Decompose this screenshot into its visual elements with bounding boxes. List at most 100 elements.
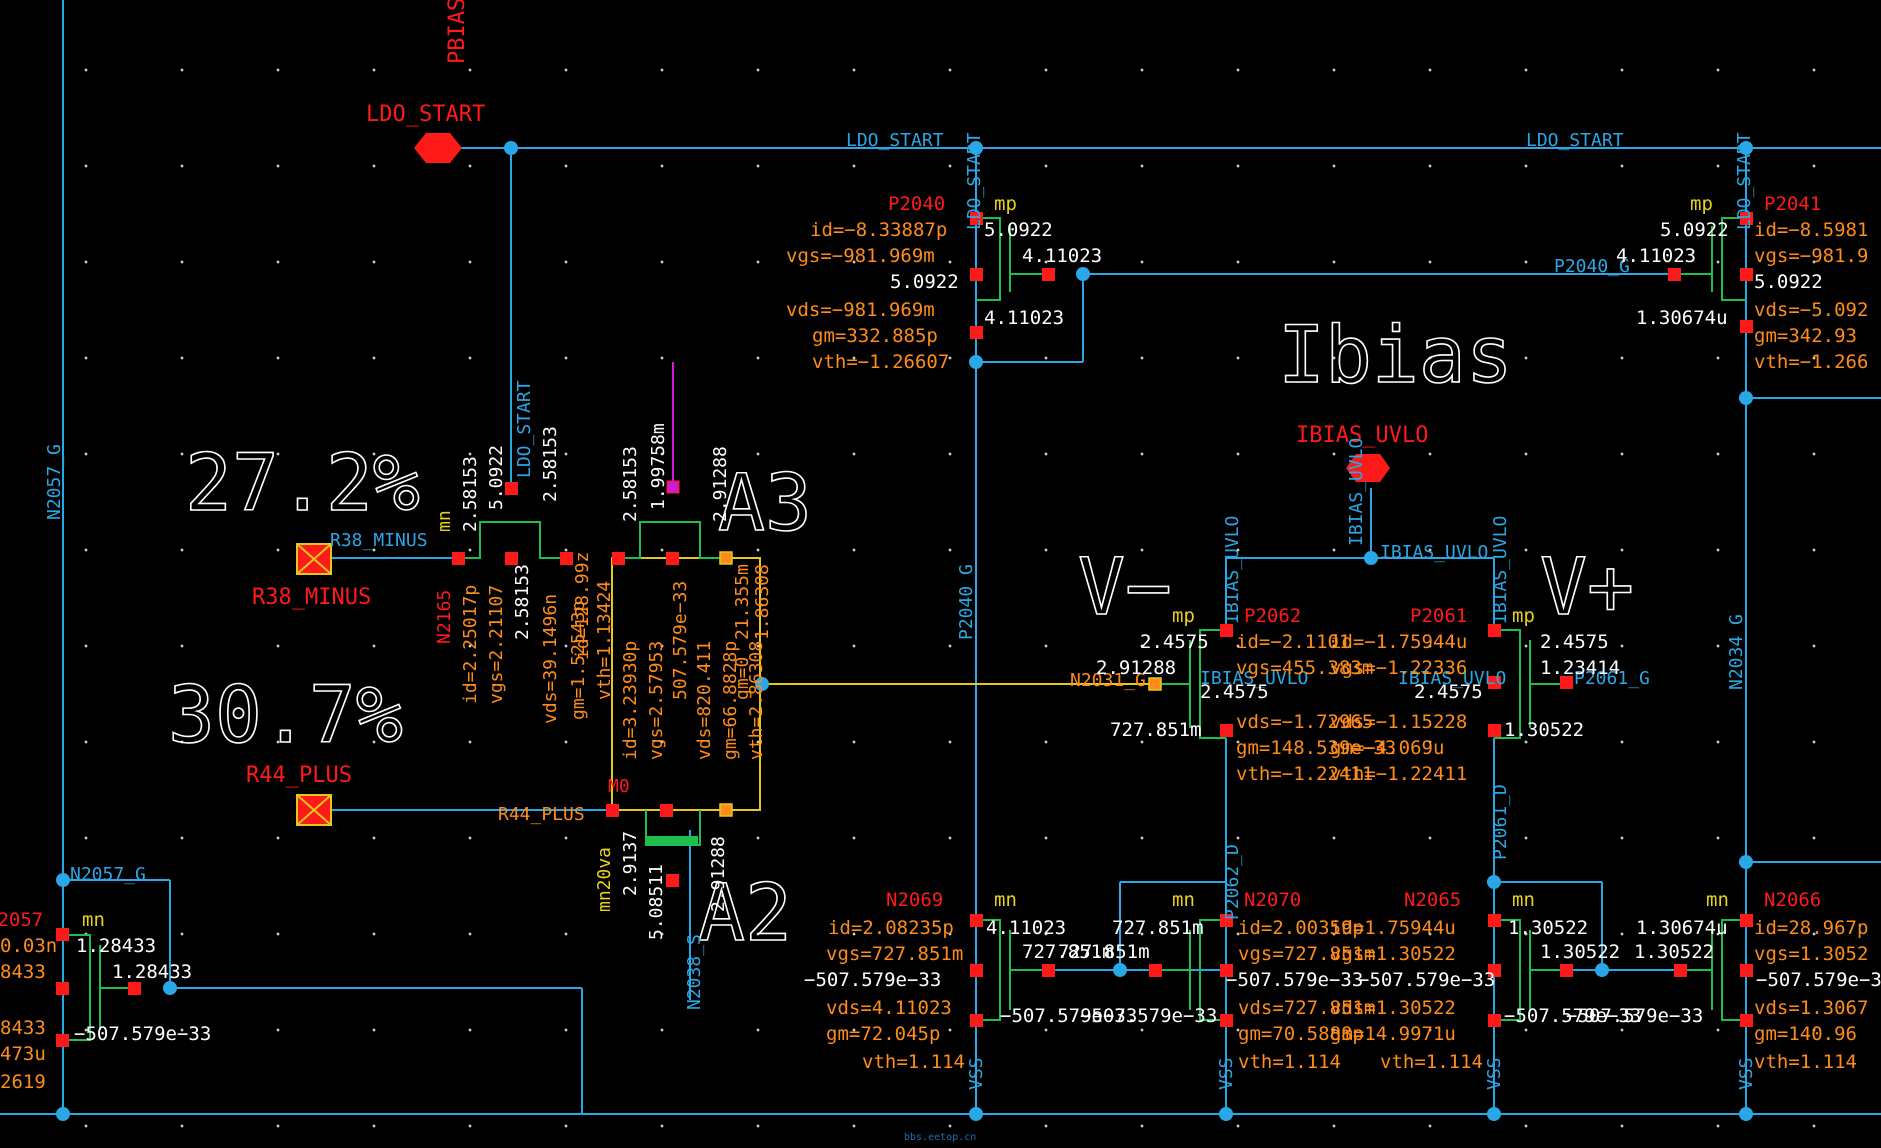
net-ldo-start-vert1: LDO_START (964, 132, 985, 230)
p2040-vs: 5.0922 (984, 219, 1053, 241)
p2040-vgs: vgs=−981.969m (786, 245, 935, 267)
m0-vds: vds=820.411 (694, 641, 715, 760)
pin-squares-orange (719, 551, 1162, 817)
pin-square[interactable] (1740, 212, 1753, 225)
watermark: bbs.eetop.cn (904, 1132, 976, 1143)
ldo-start-pin-icon[interactable] (414, 133, 462, 163)
ibias-uvlo-pin-icon[interactable] (1346, 454, 1390, 482)
n2066-vd: 1.30674u (1636, 917, 1728, 939)
pin-square[interactable] (606, 804, 619, 817)
label-r44-plus: R44_PLUS (246, 763, 352, 788)
pin-square[interactable] (1488, 624, 1501, 637)
m0-labels: M0 mn20va 2.58153 1.99758m 2.91288 2.913… (572, 423, 773, 940)
probe-square[interactable] (666, 480, 680, 494)
pin-square[interactable] (1220, 724, 1233, 737)
m0-v4: 2.9137 (620, 831, 641, 896)
p2061-labels: P2061 mp 2.4575 1.23414 2.4575 1.30522 i… (1330, 605, 1620, 785)
pin-square[interactable] (1220, 964, 1233, 977)
p2062-vs: 2.4575 (1140, 631, 1209, 653)
pin-square[interactable] (970, 964, 983, 977)
pin-square[interactable] (1488, 964, 1501, 977)
pin-square[interactable] (560, 552, 573, 565)
r44-plus-pin-icon[interactable] (296, 794, 332, 826)
pin-square[interactable] (1488, 1014, 1501, 1027)
annotation-a3: A3 (718, 459, 812, 549)
n2057-type: mn (82, 909, 105, 931)
n2069-id: id=2.08235p (828, 917, 954, 939)
pin-square-orange[interactable] (719, 803, 733, 817)
net-n2034-g: N2034_G (1726, 614, 1747, 690)
m0-extra4: gm=0 (732, 657, 753, 700)
pin-square[interactable] (660, 804, 673, 817)
net-n2038-s: N2038_S (684, 934, 705, 1010)
pin-square[interactable] (1220, 1014, 1233, 1027)
pin-square[interactable] (505, 482, 518, 495)
m0-bottom-symbol[interactable] (645, 810, 701, 846)
pin-square[interactable] (1220, 624, 1233, 637)
junction-dot (1219, 1107, 1233, 1121)
pin-square[interactable] (128, 982, 141, 995)
p2062-name: P2062 (1244, 605, 1301, 627)
p2041-vd: 1.30674u (1636, 307, 1728, 329)
net-n2057-g-h: N2057_G (70, 864, 146, 885)
pin-square[interactable] (505, 552, 518, 565)
pin-square[interactable] (970, 914, 983, 927)
pin-square[interactable] (1488, 724, 1501, 737)
n2057-vd: 1.28433 (76, 935, 156, 957)
pin-square[interactable] (1740, 914, 1753, 927)
pin-square[interactable] (56, 1034, 69, 1047)
pin-square[interactable] (666, 552, 679, 565)
n2065-vgs: vgs=1.30522 (1330, 943, 1456, 965)
pin-square[interactable] (970, 1014, 983, 1027)
pin-square[interactable] (1560, 676, 1573, 689)
label-ldo-start: LDO_START (366, 102, 485, 127)
pin-square[interactable] (1042, 268, 1055, 281)
pin-square[interactable] (1674, 964, 1687, 977)
pin-square[interactable] (1560, 964, 1573, 977)
annotation-pct-top: 27.2% (185, 439, 420, 529)
m0-vth: vth=2.86308 (746, 641, 767, 760)
junction-dot (1487, 1107, 1501, 1121)
pin-square[interactable] (1220, 914, 1233, 927)
r38-minus-pin-icon[interactable] (296, 543, 332, 575)
pin-square[interactable] (1488, 676, 1501, 689)
p2061-id: id=−1.75944u (1330, 631, 1467, 653)
n2057-name: N2057 (0, 909, 43, 931)
pin-square[interactable] (612, 552, 625, 565)
pin-square[interactable] (1740, 1014, 1753, 1027)
p2061-vds: vds=−1.15228 (1330, 711, 1467, 733)
pin-square[interactable] (1149, 964, 1162, 977)
p2041-vg: 4.11023 (1616, 245, 1696, 267)
pin-square[interactable] (1488, 914, 1501, 927)
pin-square-orange[interactable] (719, 551, 733, 565)
pin-square[interactable] (1740, 964, 1753, 977)
pin-square[interactable] (970, 212, 983, 225)
pin-square-orange[interactable] (1148, 677, 1162, 691)
pin-square[interactable] (666, 874, 679, 887)
n2069-name: N2069 (886, 889, 943, 911)
pin-square[interactable] (1740, 268, 1753, 281)
pin-square[interactable] (1668, 268, 1681, 281)
label-ibias-uvlo: IBIAS_UVLO (1296, 423, 1428, 448)
pin-square[interactable] (1740, 320, 1753, 333)
n2057-vds: 8433 (0, 1017, 46, 1039)
n2066-vb: −507.579e−33 (1756, 969, 1881, 991)
pin-square[interactable] (56, 928, 69, 941)
n2066-vth: vth=1.114 (1754, 1051, 1857, 1073)
p2040-symbol[interactable] (976, 217, 1048, 301)
m0-v5: 5.08511 (646, 864, 667, 940)
pin-square[interactable] (452, 552, 465, 565)
junction-dot (755, 677, 769, 691)
pin-square[interactable] (56, 982, 69, 995)
p2062-id: id=−2.1101 (1236, 631, 1350, 653)
n2069-symbol[interactable] (976, 919, 1048, 1021)
n2165-symbol[interactable] (458, 521, 566, 559)
p2041-symbol[interactable] (1680, 217, 1746, 301)
m0-top-symbol[interactable] (612, 521, 726, 559)
pin-square[interactable] (970, 326, 983, 339)
junction-dot (1739, 141, 1753, 155)
n2066-id: id=28.967p (1754, 917, 1868, 939)
pin-square[interactable] (1042, 964, 1055, 977)
pin-square[interactable] (970, 268, 983, 281)
